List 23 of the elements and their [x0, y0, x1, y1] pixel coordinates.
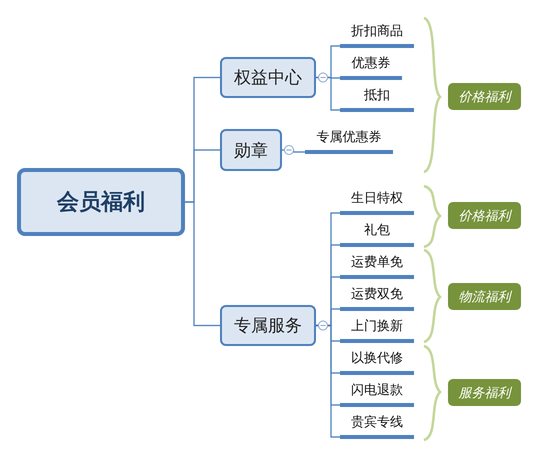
subtopic-label: 礼包 — [340, 217, 414, 247]
subtopic-label: 运费双免 — [340, 281, 414, 311]
subtopic-label: 优惠券 — [340, 50, 402, 80]
subtopic-label: 专属优惠券 — [305, 124, 393, 154]
connector-line — [316, 324, 340, 438]
category-tag: 物流福利 — [448, 283, 521, 310]
category-tag: 价格福利 — [448, 202, 521, 229]
subtopic-label: 抵扣 — [340, 82, 414, 112]
category-tag: 服务福利 — [448, 379, 521, 406]
connector-line — [316, 76, 340, 111]
connector-line — [185, 201, 220, 326]
topic-box: 勋章 — [220, 129, 282, 171]
topic-box: 专属服务 — [220, 305, 316, 346]
subtopic-label: 折扣商品 — [340, 18, 414, 48]
subtopic-label: 闪电退款 — [340, 377, 414, 407]
subtopic-label: 生日特权 — [340, 185, 414, 215]
category-tag: 价格福利 — [448, 83, 521, 110]
subtopic-label: 以换代修 — [340, 345, 414, 375]
subtopic-label: 运费单免 — [340, 249, 414, 279]
central-topic-box: 会员福利 — [17, 168, 185, 236]
topic-box: 权益中心 — [220, 57, 316, 98]
subtopic-label: 上门换新 — [340, 313, 414, 343]
subtopic-label: 贵宾专线 — [340, 409, 414, 439]
